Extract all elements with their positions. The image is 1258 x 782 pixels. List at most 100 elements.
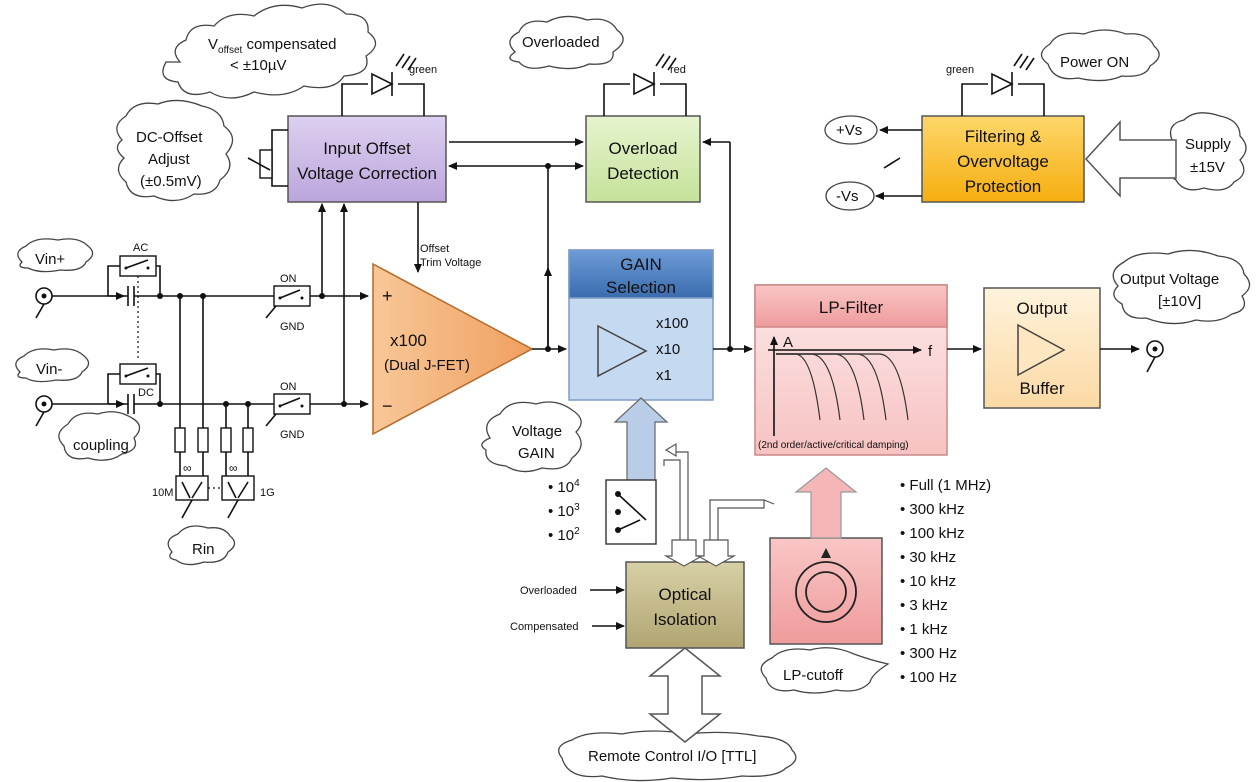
output-voltage-l2: [±10V] — [1158, 293, 1201, 310]
cutoff-item: • 100 kHz — [900, 525, 964, 542]
cutoff-item: • Full (1 MHz) — [900, 477, 991, 494]
gain-amp-icon — [597, 324, 648, 378]
lp-axis-f: f — [928, 343, 933, 360]
cloud-lp-cutoff: LP-cutoff — [760, 647, 890, 694]
cutoff-item: • 100 Hz — [900, 669, 957, 686]
wires: AC ON GND DC ON GND — [35, 126, 1164, 633]
cutoff-list: • Full (1 MHz) • 300 kHz • 100 kHz • 30 … — [900, 477, 991, 686]
filtering-l3: Protection — [965, 177, 1042, 196]
overloaded-in-label: Overloaded — [520, 585, 577, 597]
lp-axis-a: A — [783, 334, 793, 351]
overload-detection-block: Overload Detection — [585, 115, 701, 203]
lp-cutoff-knob-box[interactable] — [769, 537, 883, 645]
output-voltage-l1: Output Voltage — [1120, 271, 1219, 288]
gain-value-2: • 103 — [548, 502, 580, 520]
cutoff-item: • 300 Hz — [900, 645, 957, 662]
gnd-2-label: GND — [280, 429, 305, 441]
voffset-v: Voffset compensated — [208, 36, 337, 56]
overload-l1: Overload — [609, 139, 678, 158]
overloaded-text: Overloaded — [522, 34, 600, 51]
on-1-label: ON — [280, 273, 297, 285]
cutoff-item: • 30 kHz — [900, 549, 956, 566]
gain-selection-block: GAIN Selection x100 x10 x1 — [568, 249, 714, 401]
lp-note: (2nd order/active/critical damping) — [758, 440, 909, 451]
vin-plus-text: Vin+ — [35, 251, 65, 268]
gain-title-l1: GAIN — [620, 255, 662, 274]
supply-l1: Supply — [1185, 136, 1231, 153]
gain-selector[interactable] — [605, 479, 657, 545]
filtering-l2: Overvoltage — [957, 152, 1049, 171]
optical-isolation-block: Optical Isolation — [625, 561, 745, 649]
optical-l1: Optical — [659, 585, 712, 604]
svg-text:∞: ∞ — [229, 461, 238, 475]
output-l1: Output — [1016, 299, 1067, 318]
amp-minus: − — [382, 396, 393, 416]
gain-value-3: • 102 — [548, 526, 580, 544]
rin-text: Rin — [192, 541, 215, 558]
dc-offset-l2: Adjust — [148, 151, 191, 168]
cloud-voltage-gain: Voltage GAIN — [481, 401, 582, 473]
voltage-gain-l1: Voltage — [512, 423, 562, 440]
led-red-overload: red — [603, 53, 687, 116]
input-offset-l2: Voltage Correction — [297, 164, 437, 183]
lp-curves — [776, 353, 909, 421]
cloud-coupling: coupling — [58, 411, 141, 461]
led-red-label: red — [670, 64, 686, 76]
output-l2: Buffer — [1019, 379, 1064, 398]
minus-vs-text: -Vs — [836, 188, 859, 205]
cutoff-item: • 300 kHz — [900, 501, 964, 518]
dc-label: DC — [138, 387, 154, 399]
r1g-label: 1G — [260, 487, 275, 499]
cutoff-item: • 1 kHz — [900, 621, 948, 638]
gnd-1-label: GND — [280, 321, 305, 333]
offset-trim-l1: Offset — [420, 243, 449, 255]
lp-filter-block: LP-Filter A f (2nd order/active/critical… — [754, 284, 948, 456]
dc-offset-l1: DC-Offset — [136, 129, 203, 146]
voffset-line2: < ±10µV — [230, 57, 287, 74]
cutoff-item: • 3 kHz — [900, 597, 948, 614]
optical-l2: Isolation — [653, 610, 716, 629]
led-green-2-label: green — [946, 64, 974, 76]
input-offset-l1: Input Offset — [323, 139, 411, 158]
coupling-text: coupling — [73, 437, 129, 454]
cloud-remote: Remote Control I/O [TTL] — [558, 730, 797, 782]
amplifier: + − x100 (Dual J-FET) — [372, 262, 534, 436]
amp-plus: + — [382, 286, 393, 306]
rin-network: ∞ ∞ 10M 1G — [152, 296, 275, 519]
cloud-output-voltage: Output Voltage [±10V] — [1112, 249, 1251, 325]
overload-l2: Detection — [607, 164, 679, 183]
filtering-block: Filtering & Overvoltage Protection — [921, 115, 1085, 203]
lp-control-arrow — [794, 467, 858, 539]
gain-value-list: • 104 • 103 • 102 — [548, 478, 580, 544]
dc-offset-l3: (±0.5mV) — [140, 173, 202, 190]
amp-l2: (Dual J-FET) — [384, 357, 470, 374]
gain-opt-x10: x10 — [656, 341, 680, 358]
lp-cutoff-text: LP-cutoff — [783, 667, 844, 684]
gain-opt-x100: x100 — [656, 315, 689, 332]
plus-vs-text: +Vs — [836, 122, 862, 139]
power-on-text: Power ON — [1060, 54, 1129, 71]
supply-arrow — [1084, 120, 1177, 198]
remote-text: Remote Control I/O [TTL] — [588, 748, 756, 765]
on-2-label: ON — [280, 381, 297, 393]
cloud-minus-vs: -Vs — [825, 181, 875, 211]
cloud-overloaded: Overloaded — [509, 15, 624, 70]
svg-text:∞: ∞ — [183, 461, 192, 475]
output-amp-icon — [1017, 323, 1066, 377]
cloud-plus-vs: +Vs — [824, 115, 878, 145]
cloud-voffset: Voffset compensated < ±10µV — [162, 3, 377, 99]
lp-title: LP-Filter — [819, 298, 884, 317]
ac-label: AC — [133, 242, 148, 254]
input-offset-block: Input Offset Voltage Correction — [287, 115, 447, 203]
offset-trim-l2: Trim Voltage — [420, 257, 481, 269]
amp-l1: x100 — [390, 331, 427, 350]
gain-title-l2: Selection — [606, 278, 676, 297]
cloud-supply: Supply ±15V — [1166, 112, 1247, 191]
cloud-rin: Rin — [167, 525, 236, 566]
knob-icon[interactable] — [795, 561, 857, 623]
led-green-power: green — [946, 53, 1045, 116]
output-buffer-block: Output Buffer — [983, 287, 1101, 409]
gain-opt-x1: x1 — [656, 367, 672, 384]
cloud-vin-plus: Vin+ — [17, 238, 94, 273]
